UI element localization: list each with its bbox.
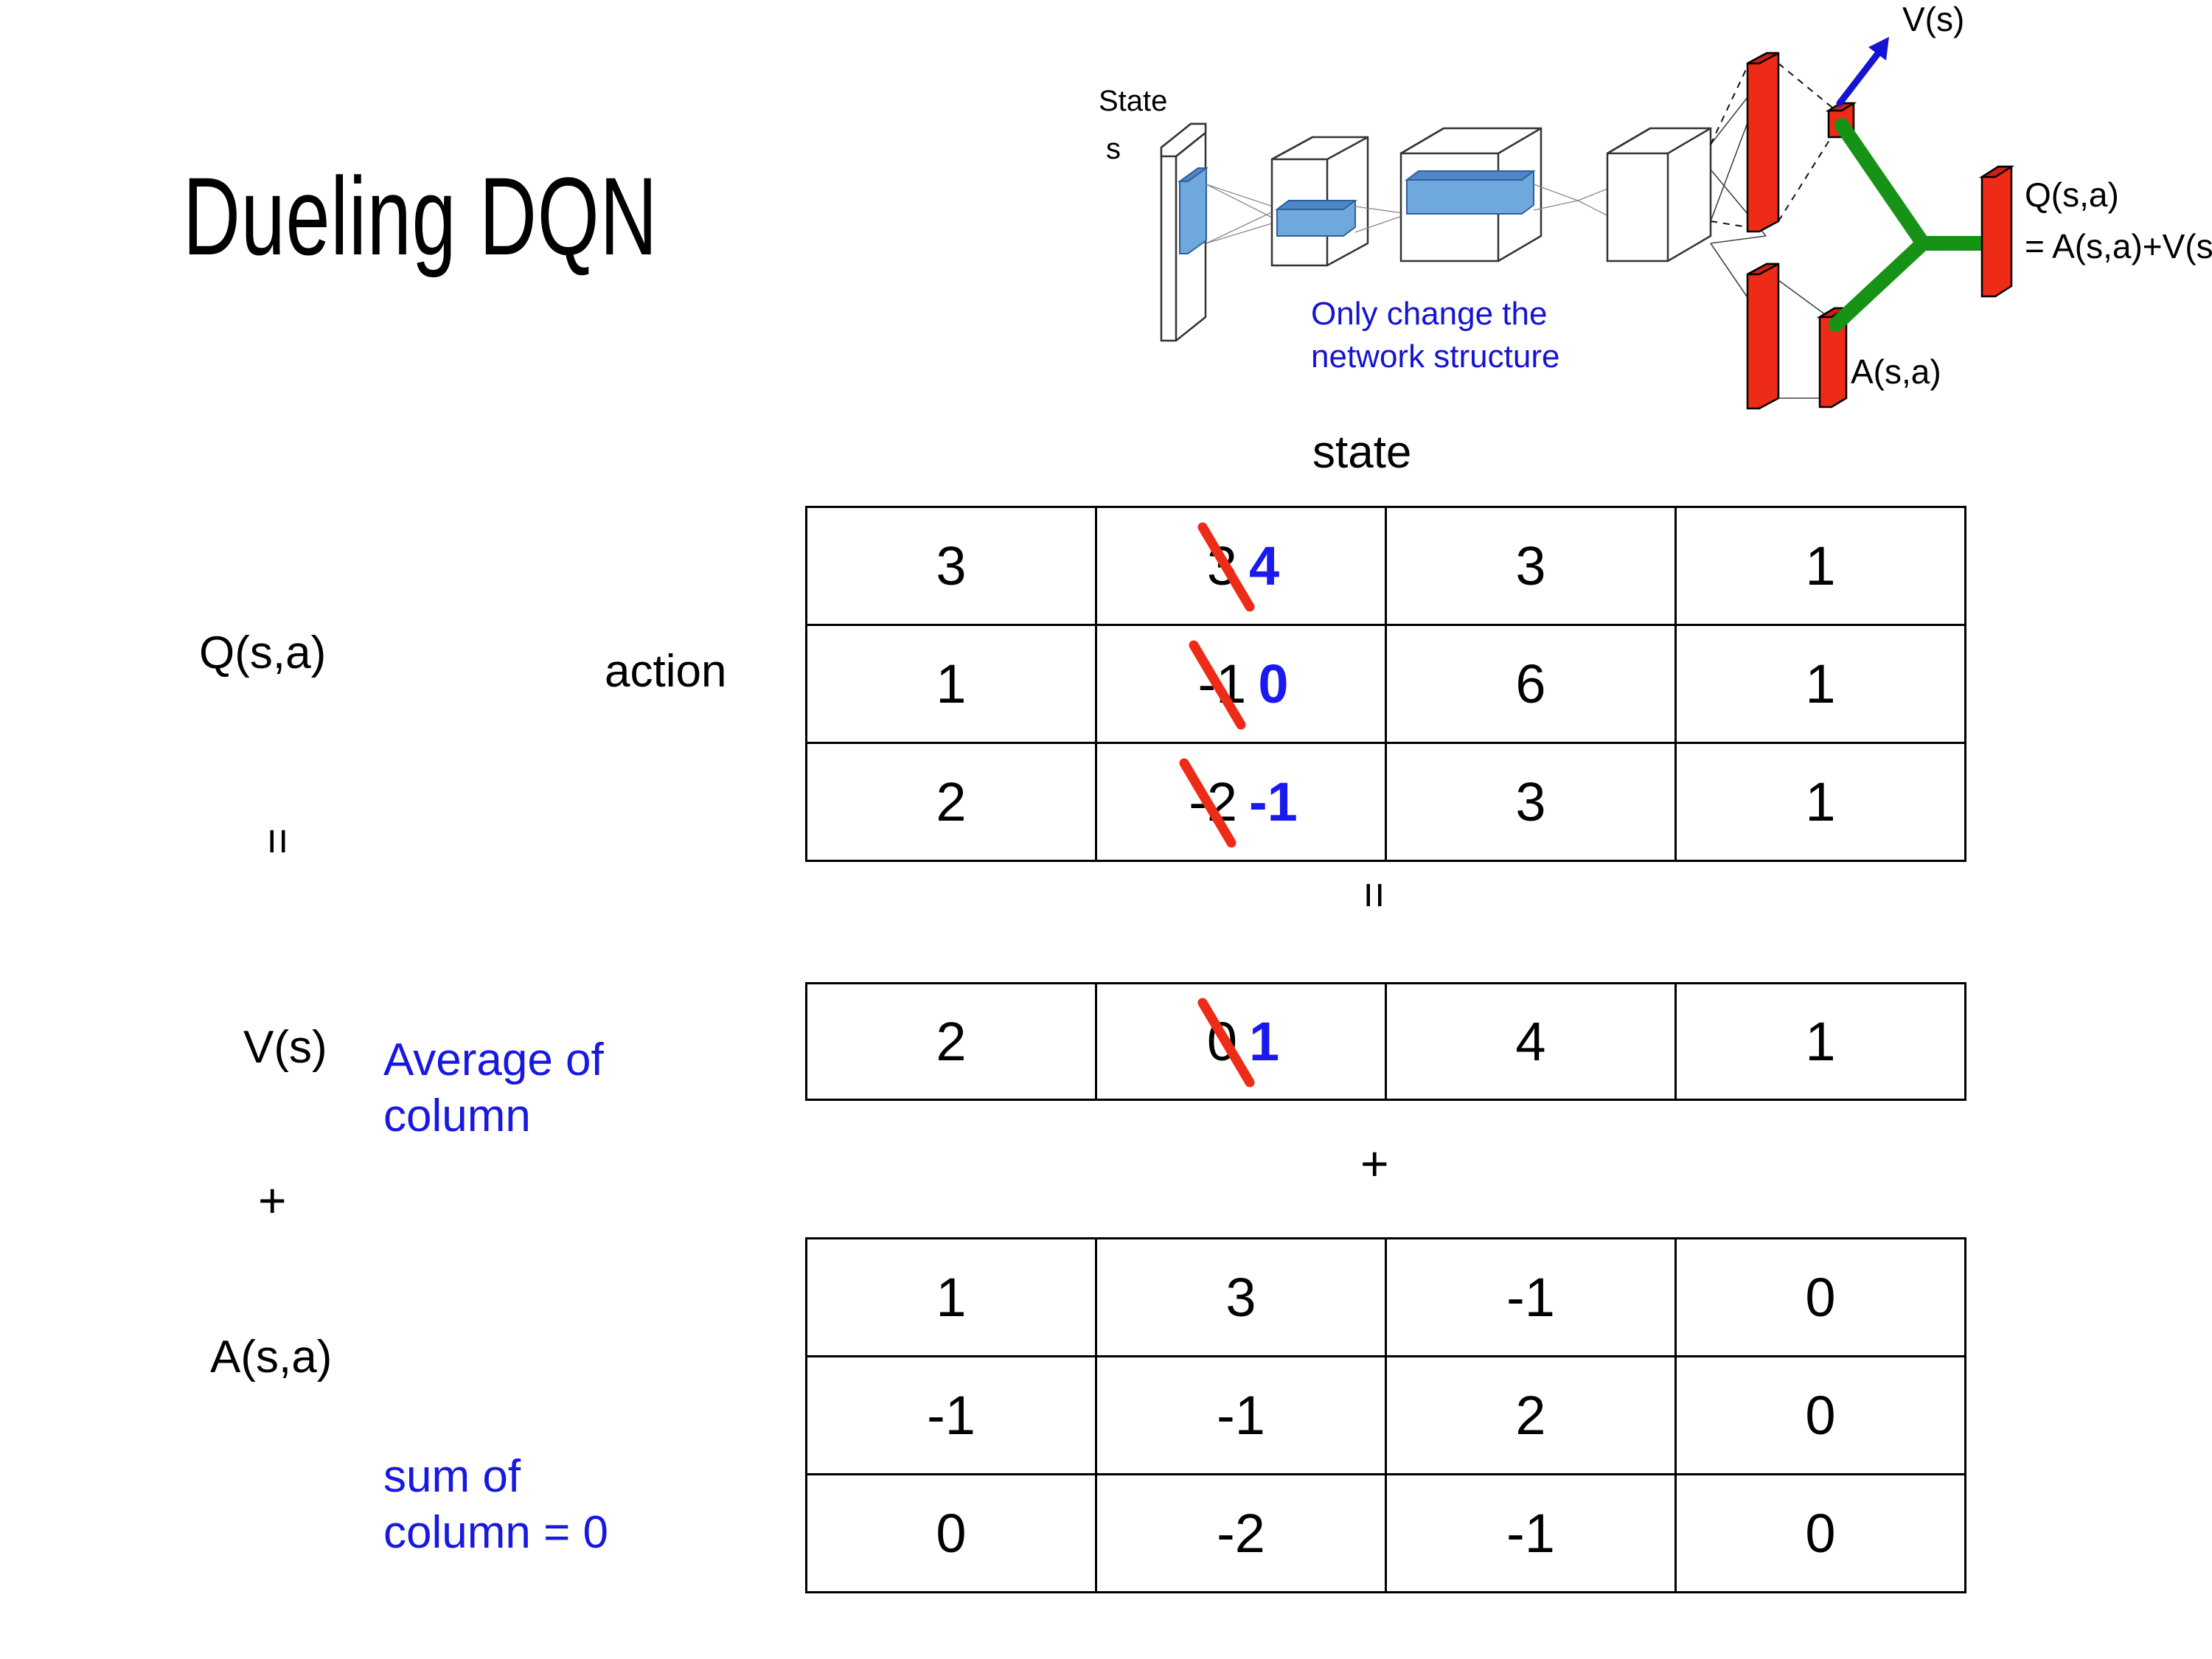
table-cell: 1 xyxy=(1674,982,1966,1101)
old-value: 3 xyxy=(1197,522,1255,612)
table-cell: 1 xyxy=(805,624,1097,744)
v-function-label: V(s) xyxy=(243,1022,327,1073)
sum-note-line2: column = 0 xyxy=(383,1506,609,1558)
old-value: -1 xyxy=(1189,640,1251,730)
table-cell: 2 xyxy=(805,982,1097,1101)
a-function-label: A(s,a) xyxy=(210,1332,333,1382)
new-value: -1 xyxy=(1249,771,1298,832)
table-cell: 3 xyxy=(805,506,1097,626)
diagram-note-line2: network structure xyxy=(1311,338,1559,375)
table-cell: -2 xyxy=(1095,1473,1387,1593)
old-value: -2 xyxy=(1179,758,1242,848)
average-note-line2: column xyxy=(383,1090,531,1141)
new-value: 1 xyxy=(1249,1011,1280,1072)
table-cell: -1 xyxy=(1385,1473,1677,1593)
table-cell: -1 xyxy=(1095,1355,1387,1475)
new-value: 4 xyxy=(1249,535,1280,597)
action-axis-label: action xyxy=(605,646,727,697)
table-cell: 3 xyxy=(1385,506,1677,626)
table-cell: 1 xyxy=(1674,506,1966,626)
table-cell: -2-1 xyxy=(1095,742,1387,862)
average-of-column-note: Average of column xyxy=(383,1032,604,1144)
table-cell: 0 xyxy=(1674,1237,1966,1357)
table-cell: 3 xyxy=(1385,742,1677,862)
diagram-input-label-line2: s xyxy=(1106,133,1121,165)
table-cell: -1 xyxy=(1385,1237,1677,1357)
table-cell: 2 xyxy=(1385,1355,1677,1475)
table-cell: 4 xyxy=(1385,982,1677,1101)
diagram-input-label-line1: State xyxy=(1099,85,1167,117)
new-value: 0 xyxy=(1258,653,1289,714)
table-cell: 1 xyxy=(1674,742,1966,862)
equals-sign-left: = xyxy=(252,827,304,855)
diagram-note-line1: Only change the xyxy=(1311,296,1547,332)
state-axis-label: state xyxy=(1312,427,1412,478)
table-cell: 0 xyxy=(1674,1473,1966,1593)
table-cell: 2 xyxy=(805,742,1097,862)
q-function-label: Q(s,a) xyxy=(199,627,327,678)
diagram-advantage-output-label: A(s,a) xyxy=(1851,352,1941,391)
edited-cell: -2-1 xyxy=(1179,758,1298,848)
table-cell: 6 xyxy=(1385,624,1677,744)
plus-sign-left: + xyxy=(258,1173,287,1228)
diagram-value-output-label: V(s) xyxy=(1902,0,1964,38)
diagram-q-output-label-line1: Q(s,a) xyxy=(2025,175,2119,214)
sum-of-column-note: sum of column = 0 xyxy=(383,1449,608,1560)
diagram-q-output-label-line2: = A(s,a)+V(s) xyxy=(2025,227,2212,265)
dueling-network-diagram: State s Only change the network structur… xyxy=(1099,0,2212,413)
plus-sign-middle: + xyxy=(1360,1136,1389,1191)
table-cell: 1 xyxy=(805,1237,1097,1357)
table-cell: 0 xyxy=(805,1473,1097,1593)
table-cell: 3 xyxy=(1095,1237,1387,1357)
table-cell: 1 xyxy=(1674,624,1966,744)
average-note-line1: Average of xyxy=(383,1034,604,1085)
equals-sign-middle: = xyxy=(1349,881,1400,909)
sum-note-line1: sum of xyxy=(383,1451,521,1502)
table-cell: -1 xyxy=(805,1355,1097,1475)
page-title: Dueling DQN xyxy=(183,154,658,278)
old-value: 0 xyxy=(1197,998,1255,1088)
table-cell: 0 xyxy=(1674,1355,1966,1475)
